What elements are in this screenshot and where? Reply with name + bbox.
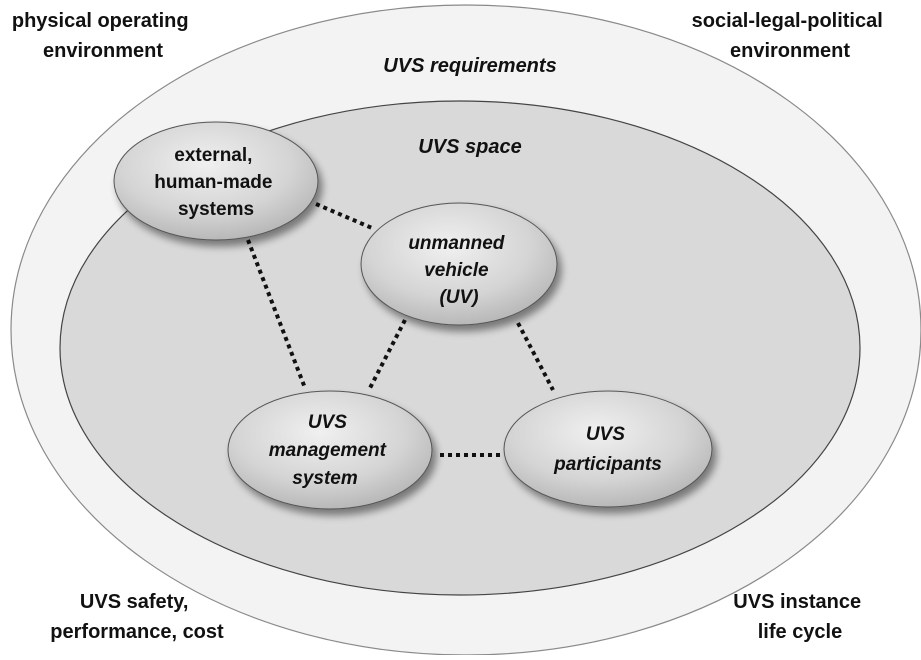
outer-requirements-label: UVS requirements <box>383 55 556 77</box>
external-systems-label: external, human-made systems <box>154 145 278 220</box>
corner-bottom-right-label: UVS instance life cycle <box>733 591 866 643</box>
corner-bottom-left-label: UVS safety, performance, cost <box>50 591 224 643</box>
corner-top-right-label: social-legal-political environment <box>692 10 889 62</box>
node-external-systems <box>113 121 319 241</box>
participants-label: UVS participants <box>553 424 662 475</box>
unmanned-vehicle-label: unmanned vehicle (UV) <box>408 233 509 308</box>
connectors <box>246 202 555 457</box>
node-management-system <box>227 390 433 510</box>
connector-external-management <box>246 239 307 389</box>
inner-space-label: UVS space <box>418 136 521 158</box>
management-system-label: UVS management system <box>269 412 391 489</box>
connector-external-uv <box>315 202 373 230</box>
node-unmanned-vehicle <box>360 202 558 326</box>
node-participants <box>503 390 713 508</box>
corner-top-left-label: physical operating environment <box>12 10 194 62</box>
